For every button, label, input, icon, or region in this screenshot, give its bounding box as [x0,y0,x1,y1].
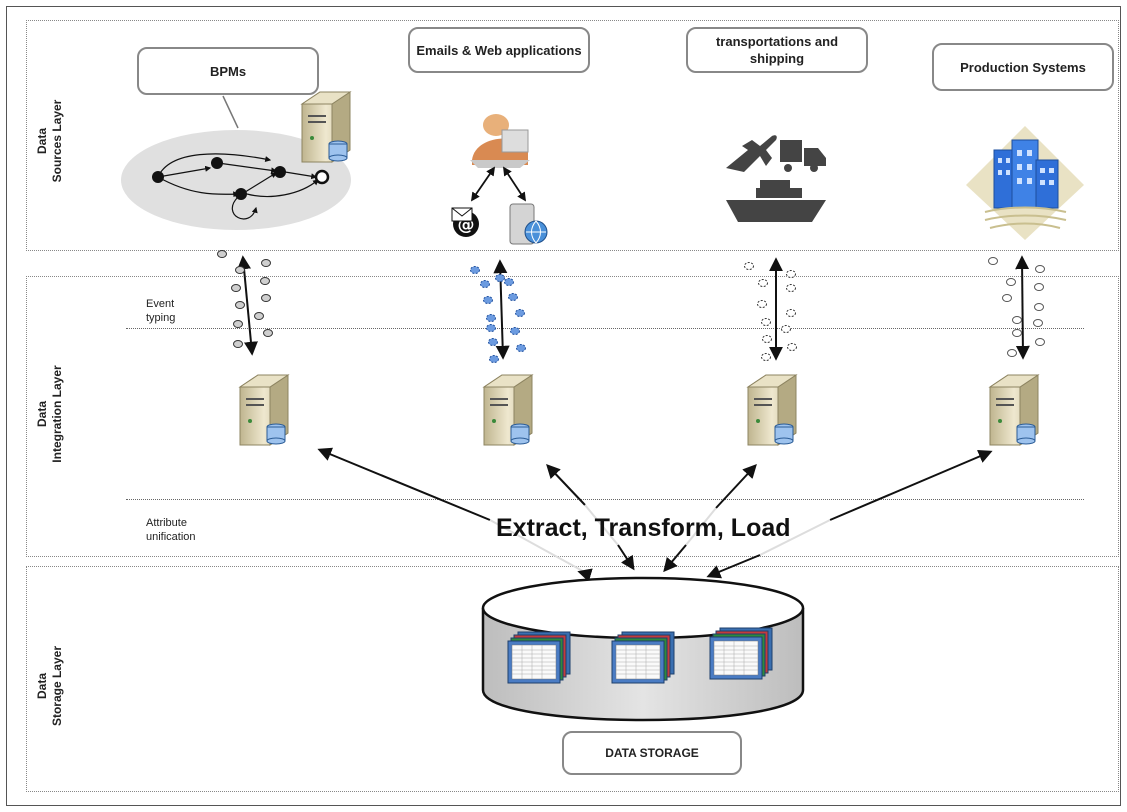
ship-icon [726,180,826,222]
spreadsheet-2-icon [611,631,675,684]
bpm-server-icon [301,91,351,163]
spreadsheet-1-icon [507,631,571,684]
etl-label: Extract, Transform, Load [496,514,791,542]
event-stream-bpm [217,250,273,356]
integration-server-3-icon [747,374,797,446]
production-systems-box: Production Systems [932,43,1114,91]
person-at-computer-icon [470,114,530,168]
truck-icon [780,140,826,172]
data-storage-box: DATA STORAGE [562,731,742,775]
etl-arrows [317,447,993,582]
airplane-icon [726,135,777,172]
integration-server-2-icon [483,374,533,446]
attribute-unification-label: Attribute unification [146,517,196,543]
email-at-icon: @ [451,207,479,237]
event-typing-separator [126,328,1084,329]
event-stream-production [988,255,1045,360]
event-stream-transport [744,257,797,361]
data-sources-layer [26,20,1119,251]
data-integration-layer [26,276,1119,557]
production-building-icon [966,126,1084,240]
integration-server-1-icon [239,374,289,446]
web-server-icon [509,203,548,245]
diagram-frame [6,6,1121,806]
event-typing-label: Event typing [146,298,176,324]
spreadsheet-3-icon [709,627,773,680]
emails-web-box: Emails & Web applications [408,27,590,73]
transport-shipping-box: transportations and shipping [686,27,868,73]
bpms-box: BPMs [137,47,319,95]
bpm-process-graph-icon [121,130,351,230]
integration-server-4-icon [989,374,1039,446]
event-stream-emails [470,259,526,363]
attribute-unification-separator [126,499,1084,500]
